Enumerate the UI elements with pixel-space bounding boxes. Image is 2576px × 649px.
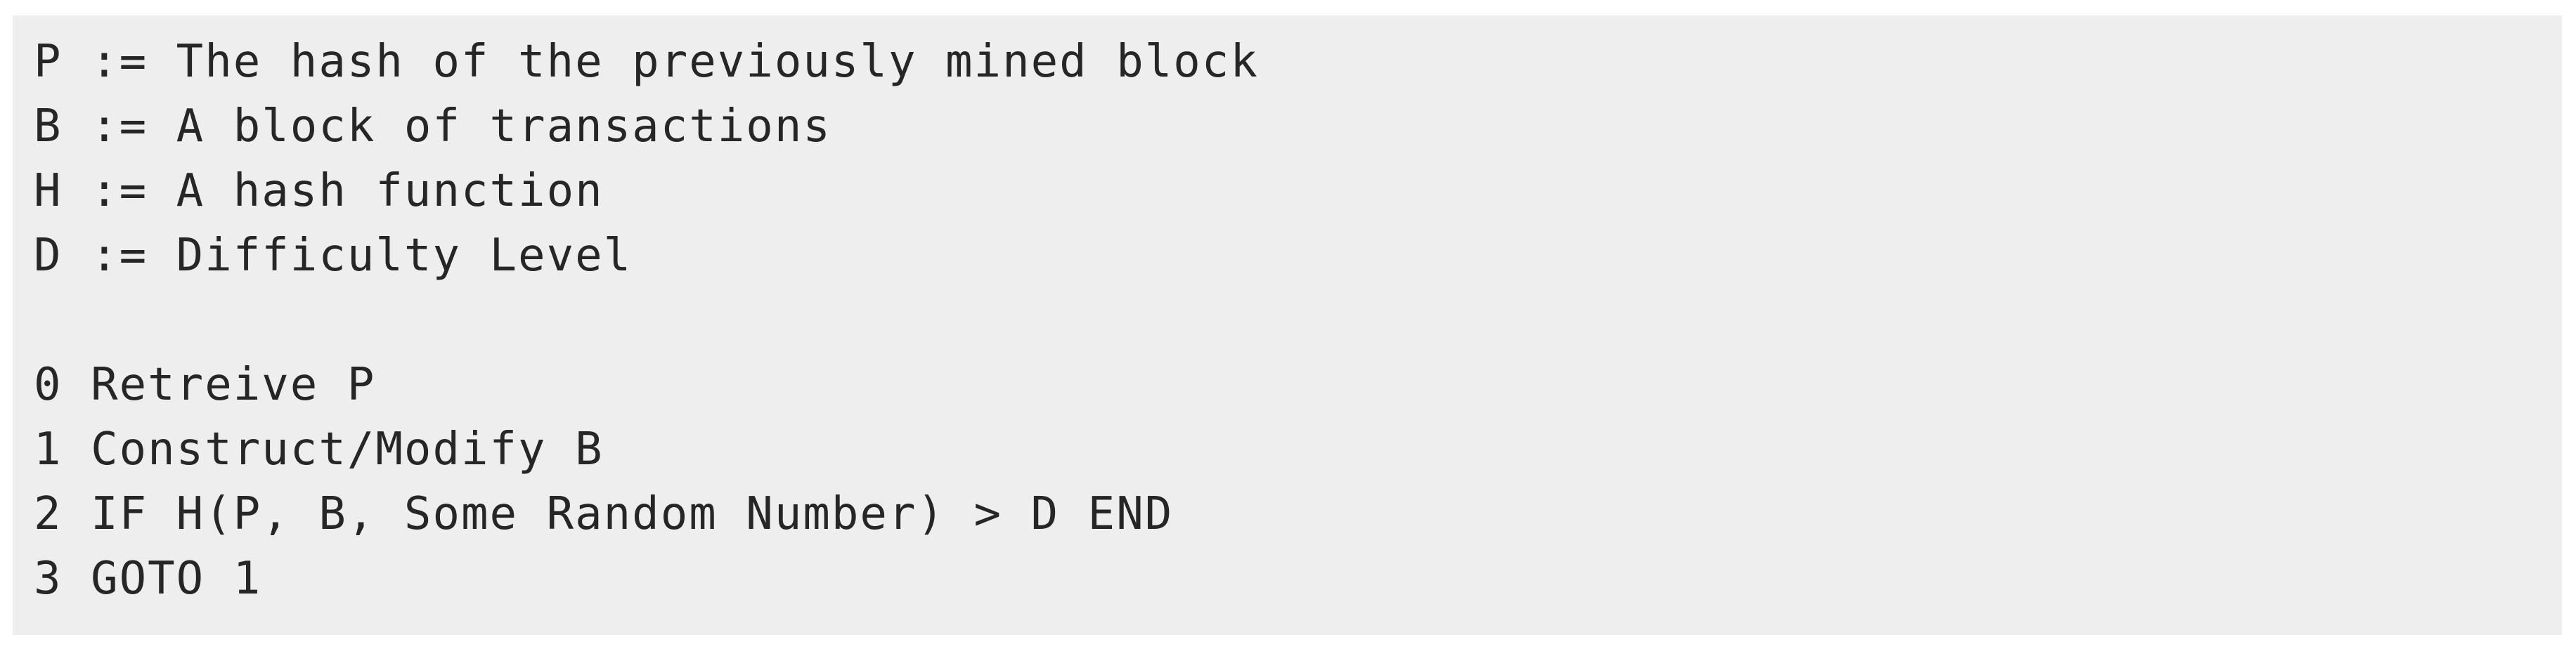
- code-line-step-1: 1 Construct/Modify B: [34, 424, 604, 476]
- code-line-definition-d: D := Difficulty Level: [34, 230, 633, 282]
- code-block: P := The hash of the previously mined bl…: [13, 15, 2562, 635]
- code-line-definition-b: B := A block of transactions: [34, 100, 831, 152]
- code-line-definition-h: H := A hash function: [34, 165, 604, 217]
- code-lines: P := The hash of the previously mined bl…: [34, 29, 1259, 611]
- code-line-blank: [34, 288, 1259, 353]
- code-line-step-2: 2 IF H(P, B, Some Random Number) > D END: [34, 488, 1174, 540]
- code-line-definition-p: P := The hash of the previously mined bl…: [34, 36, 1259, 88]
- code-line-step-3: 3 GOTO 1: [34, 553, 262, 605]
- code-line-step-0: 0 Retreive P: [34, 359, 376, 411]
